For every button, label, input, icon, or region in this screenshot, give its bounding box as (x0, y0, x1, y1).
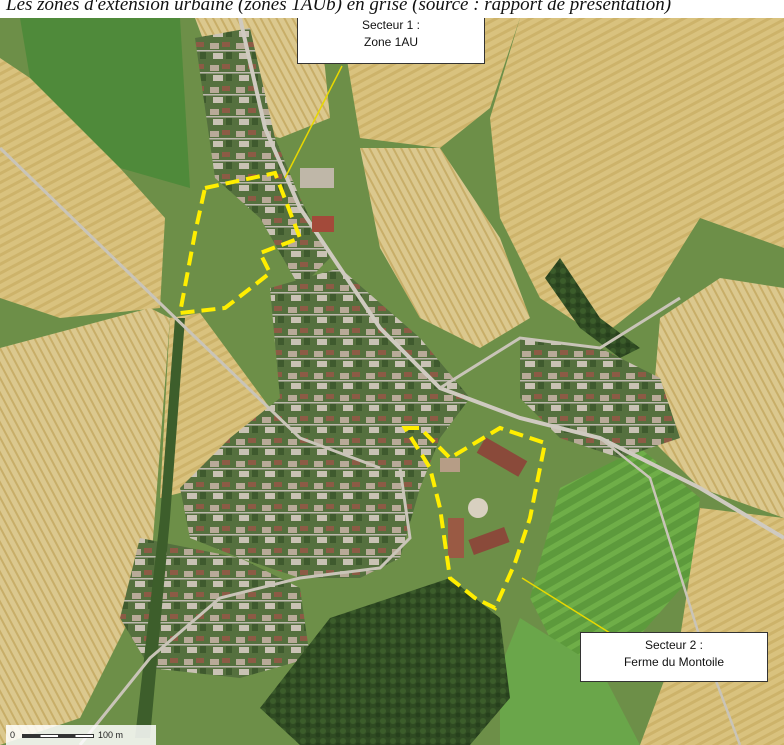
field-wheat-southwest (0, 308, 170, 745)
callout-sector-1: Secteur 1 : Zone 1AU (297, 18, 485, 64)
field-wheat-center (360, 148, 530, 348)
sector1-building (300, 168, 334, 188)
village-north (195, 28, 330, 288)
road-east-south (599, 437, 742, 745)
farm-buildings (440, 437, 528, 558)
field-green-northwest (20, 18, 190, 188)
tree-line-east (545, 258, 640, 358)
field-wheat-west (0, 58, 165, 318)
map-caption: Les zones d'extension urbaine (zones 1AU… (6, 0, 672, 15)
zone-sector-1-outline (177, 170, 303, 316)
leader-line-sector-2 (521, 577, 611, 634)
aerial-map[interactable]: Secteur 1 : Zone 1AU Secteur 2 : Ferme d… (0, 18, 784, 745)
road-main (238, 18, 784, 540)
hedge-west (135, 318, 185, 738)
callout-sector-1-title: Secteur 1 : (361, 18, 421, 32)
callout-sector-1-subtitle: Zone 1AU (363, 35, 419, 49)
scale-bar-graphic (22, 734, 94, 738)
road-west (0, 146, 381, 470)
field-green-south (500, 618, 640, 745)
callout-sector-2-subtitle: Ferme du Montoile (623, 655, 725, 669)
road-northeast (439, 296, 681, 390)
road-south (78, 467, 412, 745)
forest-south (260, 578, 510, 745)
scale-bar: 0 100 m (6, 725, 156, 745)
leader-line-sector-1 (284, 65, 343, 179)
callout-sector-2: Secteur 2 : Ferme du Montoile (580, 632, 768, 682)
scale-bar-end-label: 100 m (98, 730, 124, 740)
field-wheat-east (650, 278, 784, 518)
field-wheat-southeast (640, 508, 784, 745)
sector1-building-2 (312, 216, 334, 232)
scale-bar-start-label: 0 (10, 730, 16, 740)
callout-sector-2-title: Secteur 2 : (644, 638, 704, 652)
field-wheat-northeast (490, 18, 784, 338)
aerial-photo (0, 18, 784, 745)
